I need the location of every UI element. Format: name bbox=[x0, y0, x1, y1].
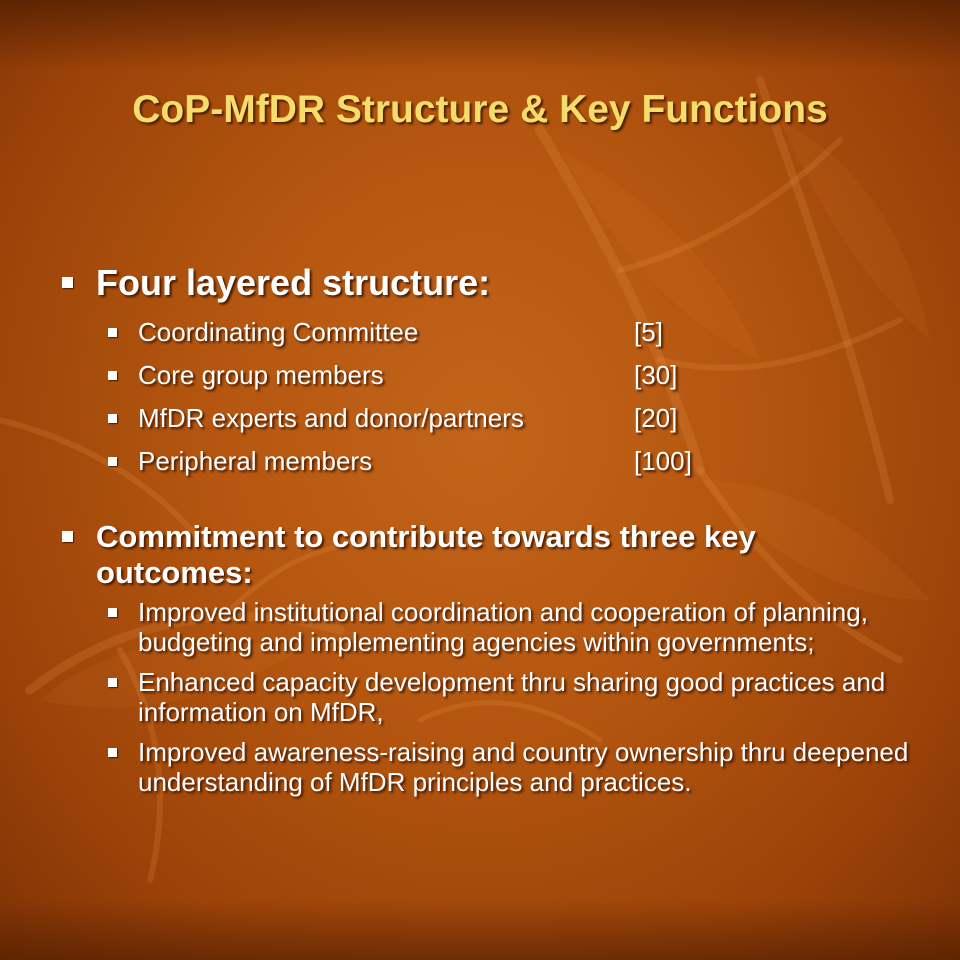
outcome-item: Improved institutional coordination and … bbox=[60, 597, 920, 657]
structure-heading-text: Four layered structure: bbox=[96, 262, 491, 303]
bottom-shade bbox=[0, 900, 960, 960]
bullet-square-icon bbox=[108, 414, 117, 423]
structure-item-name: Peripheral members bbox=[138, 446, 373, 476]
bullet-square-icon bbox=[62, 277, 73, 288]
structure-item: Peripheral members [100] bbox=[60, 446, 920, 476]
top-shade bbox=[0, 0, 960, 70]
slide-title: CoP-MfDR Structure & Key Functions bbox=[132, 88, 828, 131]
bullet-square-icon bbox=[108, 371, 117, 380]
commitment-section: Commitment to contribute towards three k… bbox=[60, 519, 920, 797]
structure-item-name: Core group members bbox=[138, 360, 384, 390]
outcome-item: Improved awareness-raising and country o… bbox=[60, 737, 920, 797]
bullet-square-icon bbox=[108, 678, 117, 687]
structure-heading: Four layered structure: bbox=[60, 262, 920, 304]
structure-item-name: MfDR experts and donor/partners bbox=[138, 403, 524, 433]
commitment-heading: Commitment to contribute towards three k… bbox=[60, 519, 920, 591]
structure-item-count: [100] bbox=[634, 446, 692, 476]
outcome-item: Enhanced capacity development thru shari… bbox=[60, 667, 920, 727]
structure-item-count: [20] bbox=[634, 403, 678, 433]
structure-item-count: [5] bbox=[634, 317, 663, 347]
structure-item: Core group members [30] bbox=[60, 360, 920, 390]
slide-content: Four layered structure: Coordinating Com… bbox=[60, 262, 920, 797]
structure-item: MfDR experts and donor/partners [20] bbox=[60, 403, 920, 433]
outcome-item-text: Improved institutional coordination and … bbox=[138, 597, 868, 657]
outcome-item-text: Improved awareness-raising and country o… bbox=[138, 737, 909, 797]
bullet-square-icon bbox=[108, 608, 117, 617]
structure-section: Four layered structure: Coordinating Com… bbox=[60, 262, 920, 476]
structure-item-count: [30] bbox=[634, 360, 678, 390]
structure-item: Coordinating Committee [5] bbox=[60, 317, 920, 347]
bullet-square-icon bbox=[108, 328, 117, 337]
structure-item-name: Coordinating Committee bbox=[138, 317, 419, 347]
outcome-item-text: Enhanced capacity development thru shari… bbox=[138, 667, 886, 727]
commitment-heading-text: Commitment to contribute towards three k… bbox=[96, 519, 756, 590]
bullet-square-icon bbox=[108, 748, 117, 757]
bullet-square-icon bbox=[62, 531, 73, 542]
bullet-square-icon bbox=[108, 457, 117, 466]
